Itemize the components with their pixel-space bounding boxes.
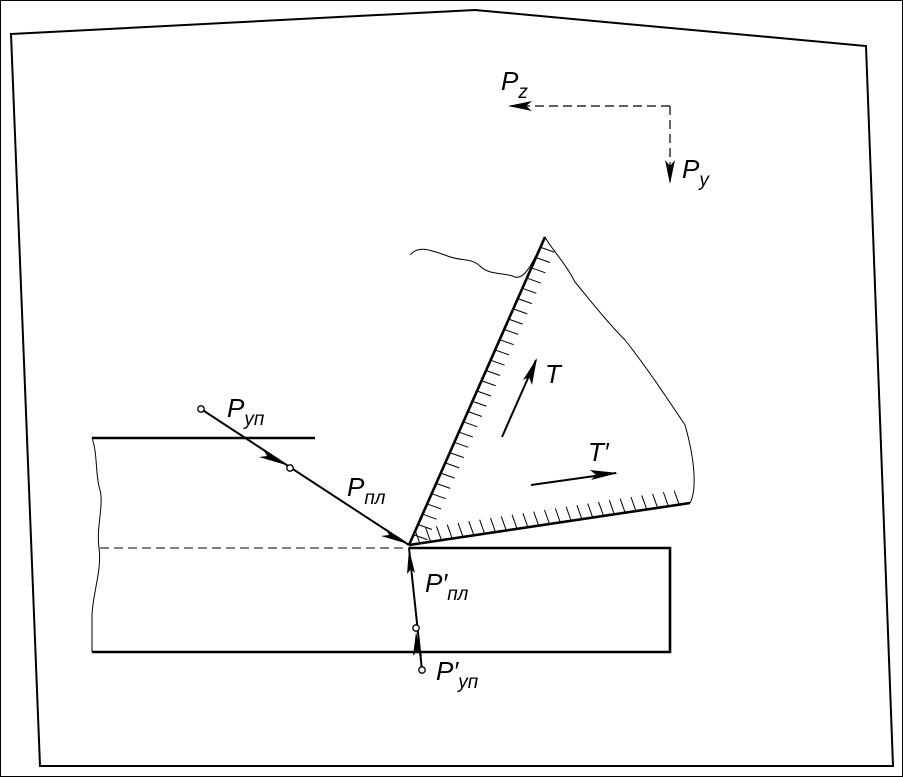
hatch-mark bbox=[413, 534, 428, 541]
workpiece-break-top bbox=[409, 236, 546, 278]
hatch-mark bbox=[540, 246, 555, 253]
hatch-mark bbox=[598, 501, 605, 517]
hatch-mark bbox=[508, 318, 523, 325]
force-pup-line bbox=[200, 408, 410, 546]
label-pz: Pz bbox=[501, 66, 528, 103]
force-py-arrowhead bbox=[665, 160, 675, 184]
hatch-mark bbox=[435, 525, 442, 541]
hatch-mark bbox=[500, 516, 507, 531]
hatch-mark bbox=[479, 519, 486, 534]
hatch-mark bbox=[533, 511, 540, 526]
label-py: Py bbox=[682, 154, 710, 191]
label-ppl: Pпл bbox=[347, 472, 386, 509]
hatch-mark bbox=[511, 514, 518, 530]
hatch-mark bbox=[504, 328, 519, 335]
hatch-mark bbox=[494, 349, 510, 356]
force-ppl-prime-arrowhead bbox=[407, 549, 415, 574]
label-pup-prime-sub: уп bbox=[456, 672, 479, 693]
hatch-mark bbox=[449, 452, 464, 459]
label-pup-sub: уп bbox=[242, 409, 265, 430]
hatch-mark bbox=[467, 411, 483, 418]
hatch-mark bbox=[485, 369, 501, 376]
force-pup-prime-arrowhead bbox=[413, 632, 422, 656]
label-pup-prime: P′уп bbox=[436, 656, 479, 693]
hatch-mark bbox=[608, 500, 615, 515]
force-pz-arrowhead bbox=[508, 101, 532, 111]
hatch-mark bbox=[445, 462, 460, 469]
hatch-mark bbox=[440, 472, 455, 479]
hatch-mark bbox=[489, 517, 496, 533]
hatch-mark bbox=[619, 498, 626, 513]
label-py-main: P bbox=[682, 154, 700, 184]
hatch-mark bbox=[499, 339, 514, 346]
force-ppl-prime-point bbox=[412, 624, 420, 632]
label-ppl-sub: пл bbox=[364, 488, 385, 509]
hatch-mark bbox=[436, 482, 451, 489]
label-ppl-prime-main: P′ bbox=[425, 568, 448, 598]
label-pz-main: P bbox=[501, 66, 519, 96]
force-pup-start-point bbox=[197, 405, 205, 413]
lower-body-outline bbox=[92, 546, 672, 654]
hatch-mark bbox=[576, 504, 583, 520]
force-ppl-arrowhead bbox=[381, 528, 408, 544]
hatch-mark bbox=[425, 527, 432, 542]
hatch-mark bbox=[490, 359, 505, 366]
hatch-mark bbox=[426, 503, 442, 510]
tool-break-edge bbox=[544, 236, 695, 504]
label-pup-prime-main: P′ bbox=[436, 656, 459, 686]
outer-frame bbox=[9, 8, 895, 767]
force-pup-prime-point bbox=[418, 666, 426, 674]
hatch-mark bbox=[513, 308, 528, 315]
hatch-mark bbox=[630, 496, 637, 512]
workpiece-break-left bbox=[91, 437, 102, 652]
hatch-mark bbox=[472, 400, 487, 407]
label-ppl-prime: P′пл bbox=[425, 568, 469, 605]
hatch-mark bbox=[673, 490, 680, 505]
hatch-mark bbox=[454, 441, 469, 448]
hatch-mark bbox=[481, 380, 496, 387]
label-ppl-prime-sub: пл bbox=[447, 584, 468, 605]
force-t-arrowhead bbox=[523, 358, 537, 385]
hatch-mark bbox=[565, 506, 572, 521]
hatch-mark bbox=[641, 495, 648, 510]
hatch-mark bbox=[531, 267, 546, 274]
hatch-mark bbox=[463, 421, 478, 428]
tool-hatching bbox=[413, 246, 680, 544]
hatch-mark bbox=[587, 503, 594, 518]
hatch-mark bbox=[522, 287, 537, 294]
force-t-prime-arrowhead bbox=[590, 470, 618, 480]
label-t-prime: T′ bbox=[588, 437, 610, 467]
hatch-mark bbox=[652, 493, 659, 509]
hatch-mark bbox=[457, 522, 464, 538]
hatch-mark bbox=[417, 523, 433, 530]
hatch-mark bbox=[422, 513, 437, 520]
hatch-mark bbox=[468, 521, 475, 536]
label-t: T bbox=[545, 359, 563, 389]
hatch-mark bbox=[476, 390, 492, 397]
label-pz-sub: z bbox=[517, 82, 528, 103]
hatch-mark bbox=[526, 277, 542, 284]
hatch-mark bbox=[544, 509, 550, 525]
hatch-mark bbox=[414, 529, 421, 544]
hatch-mark bbox=[554, 508, 561, 523]
label-py-sub: y bbox=[697, 170, 710, 191]
hatch-mark bbox=[662, 492, 669, 507]
force-pup-end-point bbox=[286, 464, 294, 472]
hatch-mark bbox=[446, 524, 453, 539]
hatch-mark bbox=[517, 298, 532, 305]
hatch-mark bbox=[431, 493, 446, 500]
hatch-mark bbox=[535, 257, 551, 264]
label-pup-main: P bbox=[227, 393, 245, 423]
force-pup-arrowhead bbox=[259, 449, 286, 465]
hatch-mark bbox=[458, 431, 474, 438]
label-pup: Pуп bbox=[227, 393, 265, 430]
label-ppl-main: P bbox=[347, 472, 365, 502]
hatch-mark bbox=[522, 513, 529, 528]
